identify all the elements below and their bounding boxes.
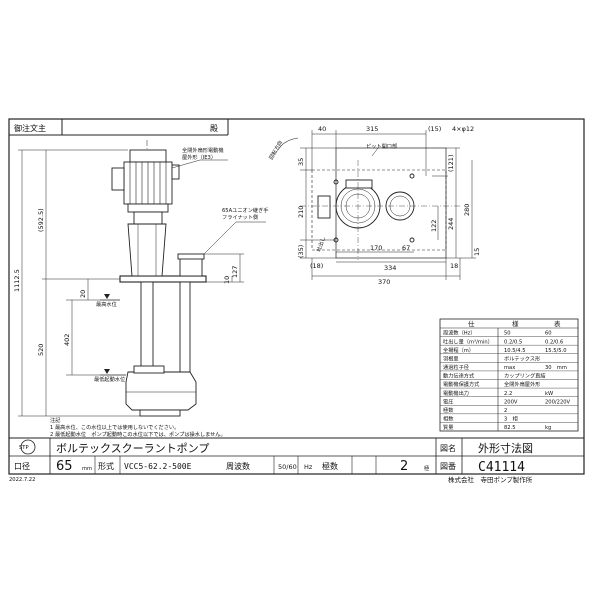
drawing-no-label: 図番 <box>440 461 456 471</box>
model-value: VCC5-62.2-500E <box>124 462 192 471</box>
motor-note-2: 屋外形（IE3） <box>182 153 216 161</box>
spec-row-value-1: max <box>504 365 515 371</box>
outer-frame <box>8 118 585 475</box>
spec-row-label: 電動機保護方式 <box>443 380 480 388</box>
bore-value: 65 <box>56 459 73 474</box>
spec-title-right: 表 <box>554 319 561 328</box>
poles-value: 2 <box>400 459 408 474</box>
spec-row-value-2: kg <box>545 425 551 431</box>
dim-upper: (592.5) <box>37 208 45 232</box>
spec-title-left: 仕 <box>468 319 475 328</box>
dim-334: 334 <box>384 264 396 272</box>
bore-label: 口径 <box>14 461 30 471</box>
spec-row-value-1: 50 <box>504 331 511 337</box>
drawing-no: C41114 <box>478 460 525 475</box>
freq-label: 周波数 <box>226 461 250 471</box>
dim-244: 244 <box>447 218 455 230</box>
notes-title: 注記 <box>50 416 60 424</box>
dim-315: 315 <box>366 125 378 133</box>
dim-35-top: 35 <box>297 158 305 166</box>
honorific: 殿 <box>210 124 218 133</box>
spec-row-value-1: 3 相 <box>504 415 518 423</box>
dim-total-height: 1112.5 <box>13 269 21 292</box>
dim-280: 280 <box>463 204 471 216</box>
dim-40: 40 <box>318 125 326 133</box>
max-level-label: 最高水位 <box>96 300 117 308</box>
outlet-label: 吐出し <box>314 235 327 252</box>
dim-15-right: 15 <box>473 248 481 256</box>
spec-row-value-1: 2.2 <box>504 391 512 397</box>
top-view <box>300 147 460 260</box>
dim-210: 210 <box>297 206 305 218</box>
dim-holes: 4×φ12 <box>452 125 474 133</box>
rotation-label: 回転方向 <box>267 139 284 161</box>
spec-row-value-1: 82.5 <box>504 425 516 431</box>
spec-row-value-1: カップリング直結 <box>504 372 546 380</box>
spec-row-value-1: 2 <box>504 408 507 414</box>
spec-row-value-2: 60 <box>545 331 552 337</box>
spec-row-label: 羽根車 <box>443 354 459 362</box>
motor-note-1: 全閉外扇形電動機 <box>182 146 224 154</box>
bore-unit: mm <box>82 466 92 472</box>
spec-row-value-2: 15.5/5.0 <box>545 348 567 354</box>
spec-row-value-2: 0.2/0.6 <box>545 339 563 345</box>
flange-note-1: 65Aユニオン継ぎ手 <box>222 206 268 214</box>
spec-row-value-1: 0.2/0.5 <box>504 339 522 345</box>
dim-20: 20 <box>79 290 87 298</box>
spec-row-value-1: 10.5/4.5 <box>504 348 526 354</box>
spec-row-label: 全揚程（m） <box>443 346 474 354</box>
dim-370: 370 <box>378 278 390 286</box>
freq-unit: Hz <box>304 463 313 471</box>
spec-row-value-2: 30 mm <box>545 365 567 371</box>
spec-row-label: 吐出し量（m³/min） <box>443 337 493 345</box>
pit-opening-label: ピット開口部 <box>366 142 397 150</box>
model-label: 形式 <box>98 461 114 471</box>
company-name: 株式会社 寺田ポンプ製作所 <box>448 475 533 484</box>
spec-row-label: 動力伝達方式 <box>443 372 475 380</box>
spec-row-label: 極数 <box>443 406 454 414</box>
spec-row-value-1: 全閉外扇屋外形 <box>504 380 541 388</box>
notes-line-1: 1 最高水位、この水位以上では使用しないでください。 <box>50 423 179 431</box>
order-label: 御注文主 <box>14 123 46 133</box>
notes-line-2: 2 最低起動水位 ポンプ起動時この水位以下では、ポンプは操水しません。 <box>50 430 226 438</box>
dim-121: (121) <box>447 155 455 172</box>
freq-value: 50/60 <box>278 463 297 471</box>
drawing-name: 外形寸法図 <box>478 441 533 455</box>
spec-row-value-1: 200V <box>504 399 518 405</box>
spec-row-label: 電動機出力 <box>443 389 469 397</box>
poles-unit: 極 <box>424 464 429 472</box>
spec-title-mid: 様 <box>512 319 519 328</box>
spec-row-label: 通過粒子径 <box>443 363 469 371</box>
dim-402: 402 <box>63 334 71 346</box>
dim-122: 122 <box>430 220 438 232</box>
dim-170: 170 <box>370 244 382 252</box>
dim-67: 67 <box>402 244 410 252</box>
spec-table: 仕 様 表 周波数（Hz） 50 60 吐出し量（m³/min） 0.2/0.5 0.2/… <box>439 318 579 432</box>
dim-lower: 520 <box>37 344 45 356</box>
drawing-name-label: 図名 <box>440 443 456 453</box>
dim-35-bottom: (35) <box>297 245 305 258</box>
min-level-label: 最低起動水位 <box>94 375 125 383</box>
spec-row-label: 電圧 <box>443 398 453 405</box>
dim-127: 127 <box>231 266 239 278</box>
flange-note-2: フライナット側 <box>222 213 258 221</box>
dim-15-paren: (15) <box>428 125 441 133</box>
spec-row-label: 周波数（Hz） <box>443 329 476 337</box>
spec-row-value-1: ボルテックス形 <box>504 354 541 362</box>
title-block <box>9 437 584 474</box>
spec-row-value-2: kW <box>545 391 553 397</box>
spec-row-label: 質量 <box>443 423 453 431</box>
dim-18-left: (18) <box>310 262 323 270</box>
front-view <box>111 140 207 417</box>
company-logo: STP <box>19 445 29 451</box>
spec-row-label: 相数 <box>443 415 454 423</box>
product-name: ボルテックスクーラントポンプ <box>56 442 209 455</box>
dim-18-right: 18 <box>450 262 458 270</box>
poles-label: 極数 <box>322 461 338 471</box>
drawing-date: 2022.7.22 <box>9 477 35 483</box>
dim-10: 10 <box>223 276 231 284</box>
spec-row-value-2: 200/220V <box>545 399 571 405</box>
